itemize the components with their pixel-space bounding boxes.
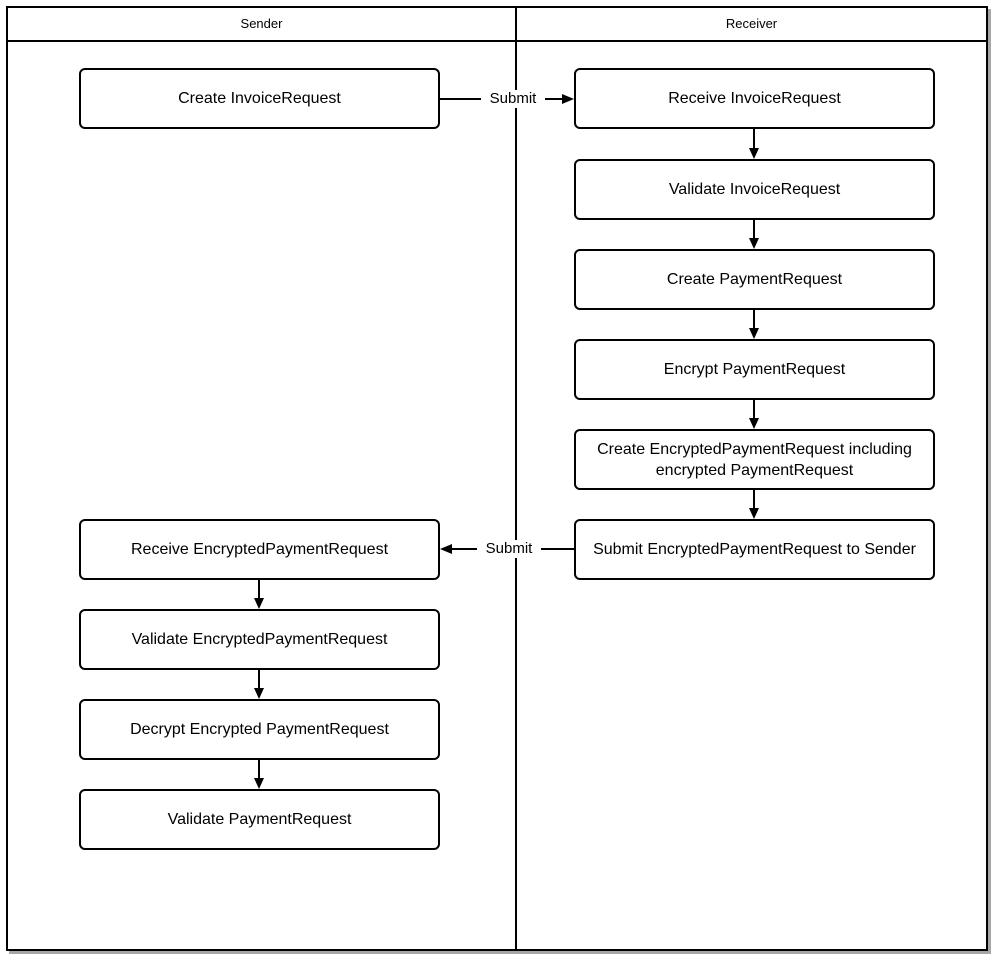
node-validate-invoicerequest[interactable]: Validate InvoiceRequest — [574, 159, 935, 220]
node-create-paymentrequest[interactable]: Create PaymentRequest — [574, 249, 935, 310]
lane-header-divider — [8, 40, 986, 42]
node-validate-paymentrequest[interactable]: Validate PaymentRequest — [79, 789, 440, 850]
edge-decrypt-to-validate-paymentrequest — [253, 760, 265, 789]
edge-receive-to-validate-encryptedpaymentrequest — [253, 580, 265, 609]
lane-title-sender: Sender — [240, 16, 283, 31]
lane-title-receiver: Receiver — [725, 16, 778, 31]
edge-encrypt-to-create-encryptedpaymentrequest — [748, 400, 760, 429]
lane-vertical-divider — [515, 8, 517, 949]
node-validate-encryptedpaymentrequest[interactable]: Validate EncryptedPaymentRequest — [79, 609, 440, 670]
node-receive-invoicerequest[interactable]: Receive InvoiceRequest — [574, 68, 935, 129]
edge-label-submit-bottom: Submit — [477, 540, 541, 558]
node-create-encryptedpaymentrequest[interactable]: Create EncryptedPaymentRequest including… — [574, 429, 935, 490]
edge-validate-to-decrypt-encryptedpaymentrequest — [253, 670, 265, 699]
node-submit-encryptedpaymentrequest[interactable]: Submit EncryptedPaymentRequest to Sender — [574, 519, 935, 580]
edge-label-submit-top: Submit — [481, 90, 545, 108]
node-create-invoicerequest[interactable]: Create InvoiceRequest — [79, 68, 440, 129]
edge-create-to-submit-encryptedpaymentrequest — [748, 490, 760, 519]
edge-validate-invoicerequest-to-create-paymentrequest — [748, 220, 760, 249]
node-receive-encryptedpaymentrequest[interactable]: Receive EncryptedPaymentRequest — [79, 519, 440, 580]
edge-create-to-encrypt-paymentrequest — [748, 310, 760, 339]
node-decrypt-encrypted-paymentrequest[interactable]: Decrypt Encrypted PaymentRequest — [79, 699, 440, 760]
node-encrypt-paymentrequest[interactable]: Encrypt PaymentRequest — [574, 339, 935, 400]
edge-receive-to-validate-invoicerequest — [748, 129, 760, 159]
